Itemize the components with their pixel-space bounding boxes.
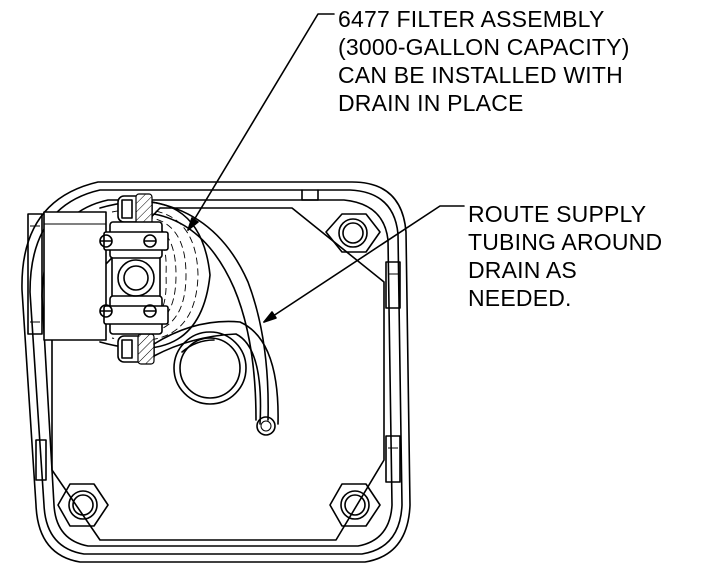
- left-bracket: [27, 213, 43, 335]
- callout-line: ROUTE SUPPLY: [468, 201, 647, 227]
- callout-line: 6477 FILTER ASSEMBLY: [338, 6, 605, 32]
- supply-tubing-callout: ROUTE SUPPLY TUBING AROUND DRAIN AS NEED…: [468, 200, 662, 312]
- filter-assembly-callout: 6477 FILTER ASSEMBLY (3000-GALLON CAPACI…: [338, 5, 630, 117]
- leader-filter-assembly: [187, 13, 335, 231]
- right-bracket-lower: [385, 435, 401, 483]
- upper-elbow-fitting: [117, 193, 153, 225]
- filter-port: [117, 259, 155, 297]
- drain: [173, 331, 247, 405]
- lower-elbow-fitting: [117, 333, 155, 365]
- left-lower-bracket: [35, 439, 47, 481]
- bolt-bottom-left: [57, 483, 109, 527]
- filter-assembly: [43, 193, 211, 365]
- bolt-bottom-right: [329, 483, 381, 527]
- right-bracket-upper: [385, 261, 401, 309]
- callout-line: (3000-GALLON CAPACITY): [338, 34, 630, 60]
- callout-line: NEEDED.: [468, 285, 572, 311]
- bolt-top-right: [325, 213, 381, 253]
- callout-line: TUBING AROUND: [468, 229, 663, 255]
- callout-line: CAN BE INSTALLED WITH: [338, 62, 623, 88]
- housing: [21, 181, 411, 563]
- callout-line: DRAIN IN PLACE: [338, 90, 524, 116]
- mounting-screws: [99, 234, 157, 318]
- callout-line: DRAIN AS: [468, 257, 577, 283]
- supply-tubing: [151, 201, 279, 436]
- leader-supply-tubing: [263, 205, 465, 323]
- inner-plate: [51, 207, 385, 541]
- housing-top-notch: [301, 189, 319, 201]
- corner-bolts: [57, 213, 381, 527]
- filter-mounting-plate: [43, 211, 107, 341]
- housing-outer-outline: [21, 181, 411, 563]
